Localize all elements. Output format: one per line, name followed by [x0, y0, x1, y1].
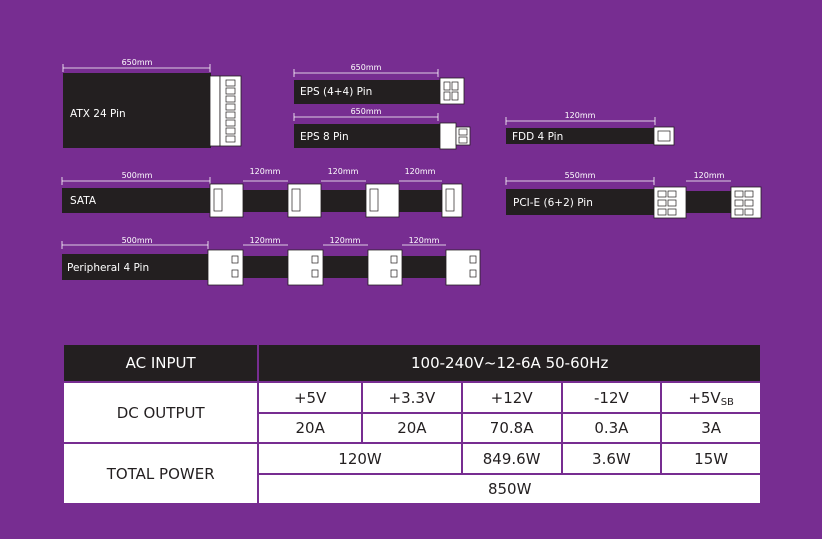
pcie-length-1: 550mm — [565, 171, 596, 180]
power-5v-3v3: 120W — [257, 442, 463, 475]
power-12v: 849.6W — [460, 442, 563, 475]
rail-3v3: +3.3V — [361, 381, 463, 414]
peripheral-name: Peripheral 4 Pin — [67, 262, 149, 274]
ac-input-value: 100-240V~12-6A 50-60Hz — [257, 343, 762, 383]
current-12v: 70.8A — [460, 412, 563, 444]
rail-12v: +12V — [460, 381, 563, 414]
atx-cable-body — [63, 73, 211, 148]
fdd-name: FDD 4 Pin — [512, 131, 563, 143]
rail-5v: +5V — [257, 381, 363, 414]
power-total: 850W — [257, 473, 762, 505]
atx-name: ATX 24 Pin — [70, 108, 126, 120]
cable-diagram: 650mm ATX 24 Pin 650mm EPS (4+4) Pin 650… — [61, 58, 762, 286]
rail-5vsb-sub: SB — [720, 396, 734, 408]
eps8-connector — [439, 122, 457, 150]
eps44-cable-body — [294, 80, 440, 104]
peripheral-length-1: 500mm — [122, 236, 153, 245]
dc-output-label: DC OUTPUT — [61, 381, 260, 444]
rail-5vsb-main: +5V — [688, 388, 721, 407]
atx-connector — [209, 75, 221, 147]
eps8-cable-body — [294, 124, 440, 148]
power-neg12v: 3.6W — [560, 442, 663, 475]
sata-cable: 500mm 120mm 120mm 120mm SATA — [61, 167, 463, 218]
pcie-cable-body — [506, 189, 654, 215]
current-5vsb: 3A — [660, 412, 762, 444]
peripheral-length-3: 120mm — [330, 236, 361, 245]
atx-cable: 650mm ATX 24 Pin — [62, 58, 242, 148]
fdd-cable-body — [506, 128, 654, 144]
pcie-cable: 550mm 120mm PCI-E (6+2) Pin — [505, 171, 762, 219]
sata-name: SATA — [70, 195, 97, 207]
fdd-cable: 120mm FDD 4 Pin — [505, 111, 675, 146]
peripheral-cable-body — [62, 254, 208, 280]
power-spec-table: AC INPUT 100-240V~12-6A 50-60Hz DC OUTPU… — [61, 343, 762, 505]
pcie-name: PCI-E (6+2) Pin — [513, 197, 593, 209]
eps44-length: 650mm — [351, 63, 382, 72]
pcie-length-2: 120mm — [694, 171, 725, 180]
peripheral-length-2: 120mm — [250, 236, 281, 245]
sata-connectors — [209, 183, 463, 218]
eps8-name: EPS 8 Pin — [300, 131, 349, 143]
current-3v3: 20A — [361, 412, 463, 444]
total-power-label: TOTAL POWER — [61, 442, 260, 505]
peripheral-cable: 500mm 120mm 120mm 120mm Peripheral 4 Pin — [61, 236, 481, 286]
power-5vsb: 15W — [660, 442, 762, 475]
sata-length-3: 120mm — [328, 167, 359, 176]
pcie-connectors — [653, 186, 762, 219]
current-neg12v: 0.3A — [560, 412, 663, 444]
rail-5vsb: +5VSB — [660, 381, 762, 414]
peripheral-length-4: 120mm — [409, 236, 440, 245]
eps8-cable: 650mm EPS 8 Pin — [293, 107, 471, 150]
current-5v: 20A — [257, 412, 363, 444]
eps44-cable: 650mm EPS (4+4) Pin — [293, 63, 465, 105]
sata-length-4: 120mm — [405, 167, 436, 176]
rail-neg12v: -12V — [560, 381, 663, 414]
sata-cable-body — [62, 188, 210, 213]
atx-pins — [225, 79, 236, 143]
sata-length-1: 500mm — [122, 171, 153, 180]
eps44-name: EPS (4+4) Pin — [300, 86, 372, 98]
fdd-length: 120mm — [565, 111, 596, 120]
sata-length-2: 120mm — [250, 167, 281, 176]
atx-length: 650mm — [122, 58, 153, 67]
peripheral-connectors — [207, 249, 481, 286]
eps8-length: 650mm — [351, 107, 382, 116]
ac-input-label: AC INPUT — [61, 343, 260, 383]
